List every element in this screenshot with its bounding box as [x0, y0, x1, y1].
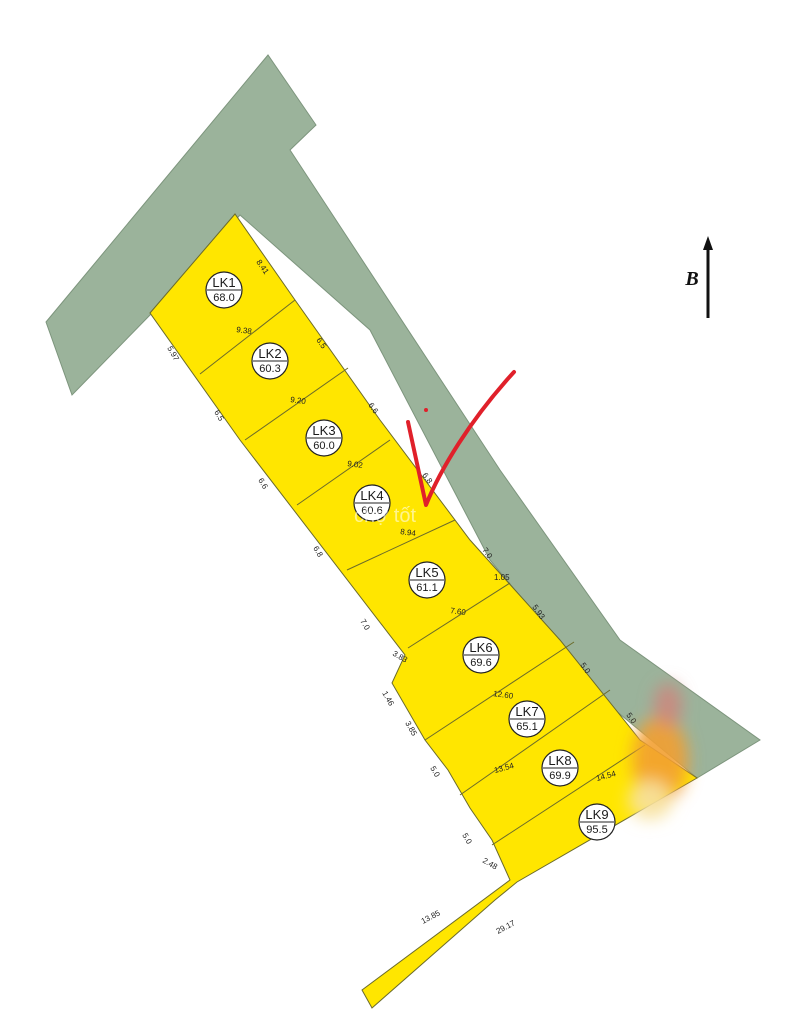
dimension-label: 7.0	[358, 618, 372, 633]
lot-id: LK6	[469, 640, 492, 655]
lot-area: 60.3	[259, 363, 280, 375]
dimension-label: 29.17	[495, 918, 517, 936]
lot-area: 69.9	[549, 770, 570, 782]
lot-id: LK8	[548, 753, 571, 768]
dimension-label: 6.6	[256, 477, 270, 492]
lot-marker: LK9 95.5	[578, 803, 616, 841]
lot-area: 69.6	[470, 657, 491, 669]
dimension-label: 9.20	[290, 395, 307, 406]
lot-area: 60.0	[313, 440, 334, 452]
lot-area: 95.5	[586, 824, 607, 836]
land-parcel	[149, 213, 698, 1009]
check-mark-annotation	[406, 370, 516, 507]
lot-id: LK1	[212, 275, 235, 290]
dimension-label: 9.02	[347, 459, 364, 470]
lot-area: 65.1	[516, 721, 537, 733]
lot-dividers	[199, 299, 646, 846]
lot-marker: LK8 69.9	[541, 749, 579, 787]
north-arrow-icon: B	[684, 236, 713, 318]
lot-marker: LK3 60.0	[305, 419, 343, 457]
north-label: B	[684, 268, 698, 290]
lot-id: LK7	[515, 704, 538, 719]
lot-id: LK2	[258, 346, 281, 361]
lot-marker: LK5 61.1	[408, 561, 446, 599]
lot-id: LK9	[585, 807, 608, 822]
lot-area: 60.6	[361, 505, 382, 517]
dimension-label: 12.60	[493, 689, 515, 701]
lot-marker: LK4 60.6	[353, 484, 391, 522]
dimension-label: 1.46	[380, 690, 396, 708]
dimension-label: 8.94	[400, 527, 417, 538]
blurred-redaction	[628, 683, 688, 820]
dimension-label: 5.0	[428, 765, 442, 780]
lot-marker: LK1 68.0	[205, 271, 243, 309]
dimension-label: 7.60	[450, 606, 467, 617]
lot-id: LK3	[312, 423, 335, 438]
lot-id: LK4	[360, 488, 383, 503]
lot-area: 61.1	[416, 582, 437, 594]
dimension-label: 13.85	[420, 908, 442, 926]
dimension-label: 5.0	[460, 832, 474, 847]
lot-area: 68.0	[213, 292, 234, 304]
dimension-label: 9.38	[236, 325, 253, 336]
lot-id: LK5	[415, 565, 438, 580]
lot-marker: LK6 69.6	[462, 636, 500, 674]
dimension-label: 1.05	[494, 573, 510, 582]
dimension-label: 2.48	[481, 856, 499, 872]
lot-marker: LK7 65.1	[508, 700, 546, 738]
lot-marker: LK2 60.3	[251, 342, 289, 380]
watermark: chợ tốt	[354, 505, 416, 527]
lot-markers: LK1 68.0 LK2 60.3 LK3 60.0 LK4 60.6 LK5 …	[205, 271, 616, 841]
